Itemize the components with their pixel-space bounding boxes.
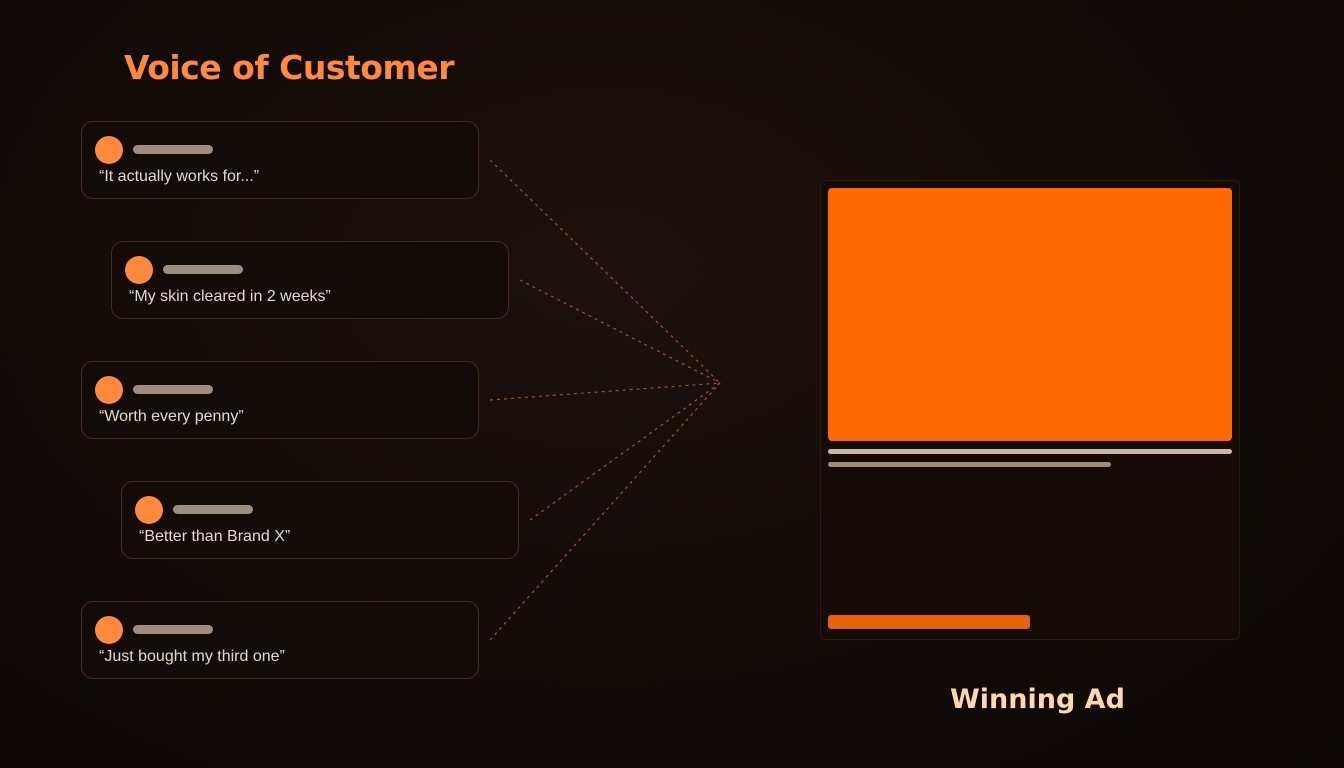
ad-subline-placeholder <box>828 462 1111 467</box>
name-placeholder <box>133 625 213 634</box>
connector-line-2 <box>519 279 721 384</box>
name-placeholder <box>133 145 213 154</box>
ad-cta-button[interactable] <box>828 615 1030 629</box>
connector-line-5 <box>489 382 721 641</box>
testimonial-card-4: “Better than Brand X” <box>121 481 519 559</box>
name-placeholder <box>163 265 243 274</box>
testimonial-quote: “Worth every penny” <box>99 408 244 425</box>
connector-line-1 <box>489 159 721 384</box>
ad-headline-placeholder <box>828 449 1232 454</box>
ad-image <box>828 188 1232 441</box>
testimonial-card-3: “Worth every penny” <box>81 361 479 439</box>
testimonial-quote: “My skin cleared in 2 weeks” <box>129 288 331 305</box>
voice-of-customer-title: Voice of Customer <box>124 48 455 87</box>
avatar-icon <box>135 496 163 524</box>
avatar-icon <box>125 256 153 284</box>
testimonial-quote: “Just bought my third one” <box>99 648 285 665</box>
testimonial-quote: “Better than Brand X” <box>139 528 291 545</box>
winning-ad-title: Winning Ad <box>950 684 1125 715</box>
connector-line-3 <box>489 382 721 401</box>
winning-ad-card <box>820 180 1240 640</box>
connector-line-4 <box>529 382 721 521</box>
avatar-icon <box>95 376 123 404</box>
testimonial-card-2: “My skin cleared in 2 weeks” <box>111 241 509 319</box>
testimonial-quote: “It actually works for...” <box>99 168 260 185</box>
testimonial-card-1: “It actually works for...” <box>81 121 479 199</box>
name-placeholder <box>133 385 213 394</box>
testimonial-card-5: “Just bought my third one” <box>81 601 479 679</box>
name-placeholder <box>173 505 253 514</box>
avatar-icon <box>95 616 123 644</box>
avatar-icon <box>95 136 123 164</box>
